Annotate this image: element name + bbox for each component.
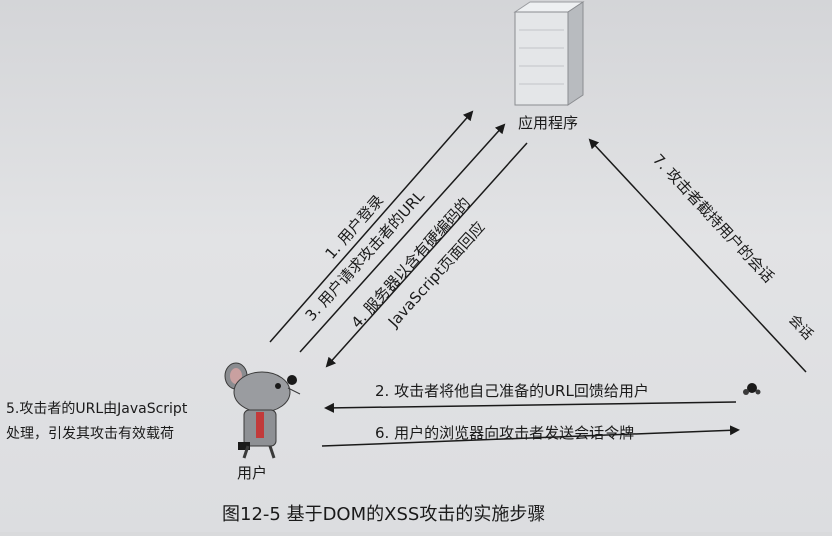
arrow-step-6 bbox=[321, 425, 740, 447]
step-6-label: 6. 用户的浏览器向攻击者发送会话令牌 bbox=[375, 424, 634, 442]
figure-caption: 图12-5 基于DOM的XSS攻击的实施步骤 bbox=[222, 504, 545, 525]
user-mouse-icon bbox=[224, 362, 301, 459]
attacker-icon bbox=[743, 383, 761, 395]
attacker-session-note: 会话 bbox=[785, 312, 816, 343]
arrow-step-4 bbox=[325, 142, 528, 368]
user-label: 用户 bbox=[237, 464, 267, 482]
arrow-step-7 bbox=[588, 138, 807, 373]
arrow-step-2 bbox=[324, 401, 737, 413]
server-icon bbox=[513, 1, 585, 106]
step-5-label-line2: 处理，引发其攻击有效载荷 bbox=[6, 426, 174, 442]
arrow-step-1 bbox=[269, 110, 474, 343]
server-label: 应用程序 bbox=[518, 114, 578, 132]
step-2-label: 2. 攻击者将他自己准备的URL回馈给用户 bbox=[375, 382, 649, 400]
step-5-label-line1: 5.攻击者的URL由JavaScript bbox=[6, 401, 188, 417]
arrow-step-3 bbox=[299, 123, 506, 353]
step-7-label: 7. 攻击者截持用户的会话 bbox=[649, 150, 777, 286]
